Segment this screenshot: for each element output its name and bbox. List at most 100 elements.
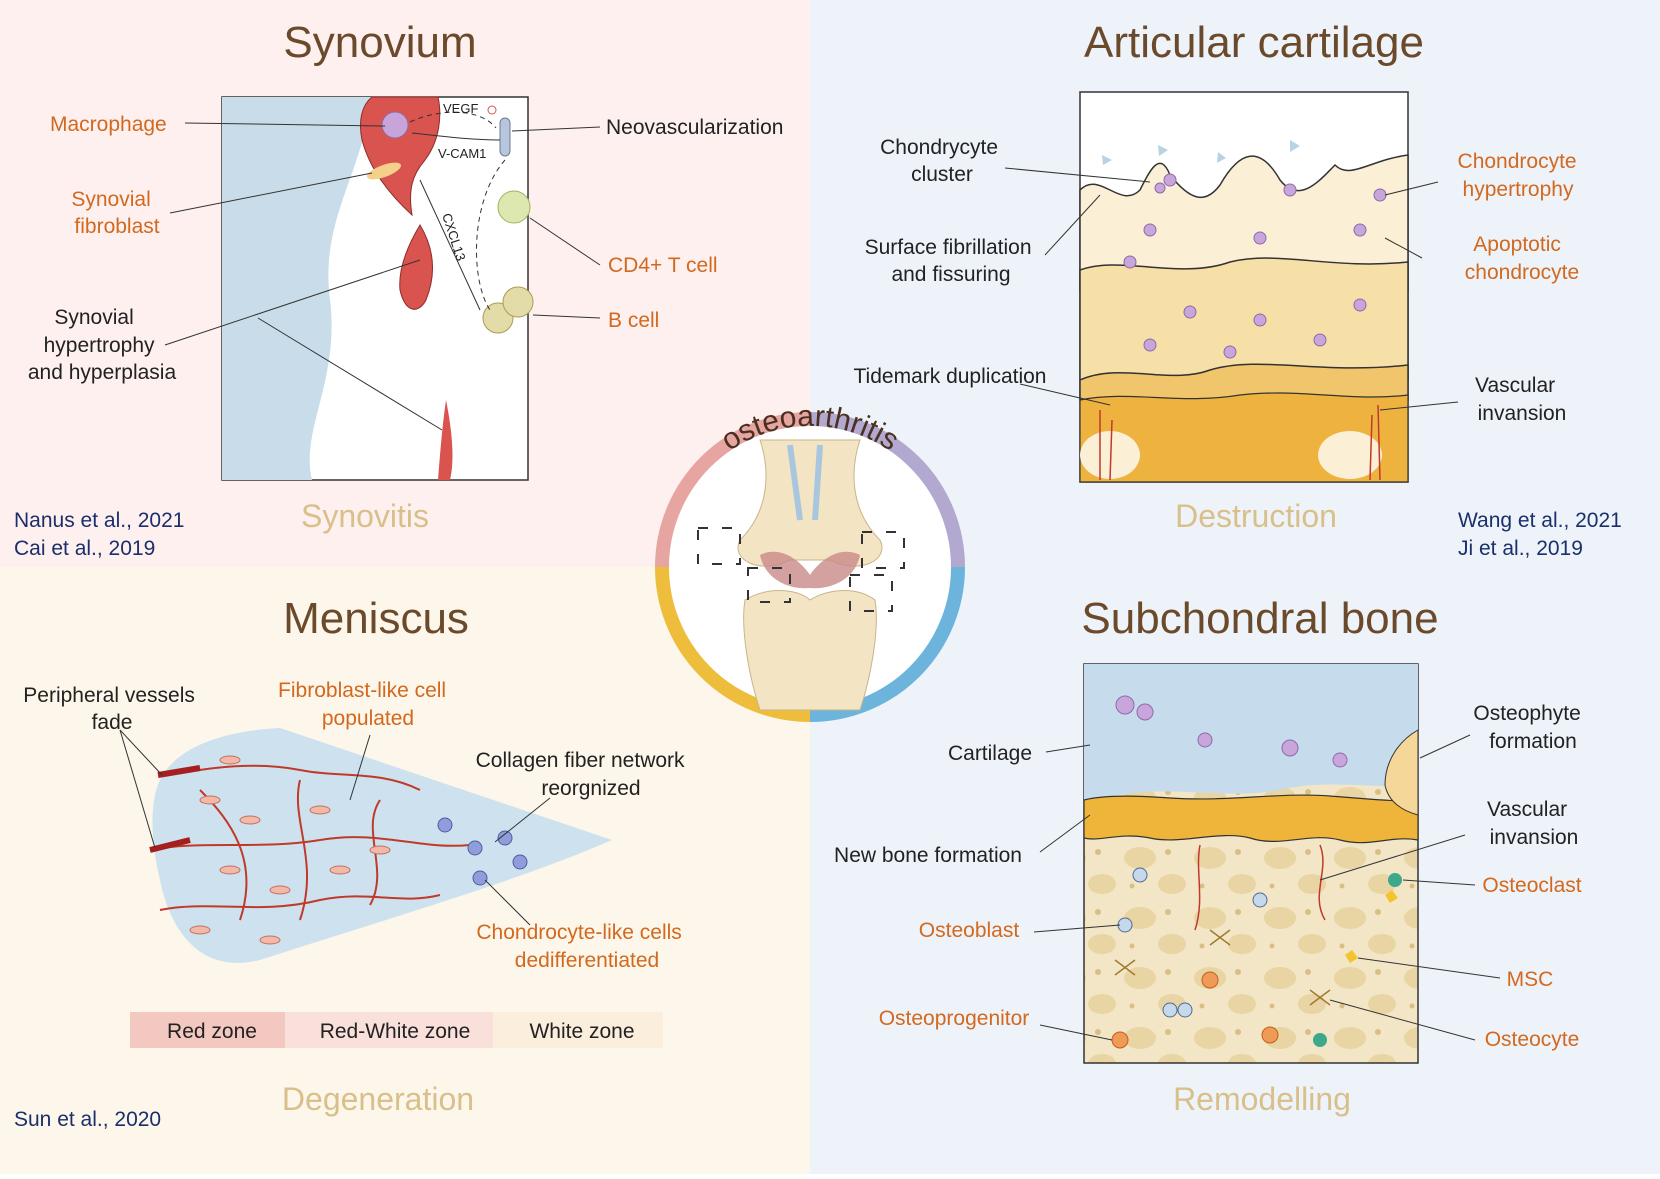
synovial-fluid-region [222, 97, 372, 480]
synovium-ref-1: Nanus et al., 2021 [14, 509, 184, 532]
chondrocytes [1123, 173, 1387, 359]
collagen-line1: Collagen fiber network [476, 749, 685, 772]
tidemark-zone [1079, 363, 1409, 401]
osteocytes [1114, 929, 1331, 1006]
red-white-zone-label: Red-White zone [320, 1020, 471, 1043]
synovium-ref-2: Cai et al., 2019 [14, 537, 155, 560]
ring-segment-red [655, 412, 811, 568]
b-cell-2 [502, 286, 534, 318]
collagen-leader [494, 797, 551, 843]
fibroblast-like-label: Fibroblast-like cell populated [278, 679, 452, 730]
synovial-fibroblast-line1: Synovial [71, 188, 150, 211]
fibroblast-leader [169, 172, 373, 214]
s-vascular-label: Vascular invansion [1487, 798, 1578, 849]
hypertrophy-line2: hypertrophy [44, 334, 155, 357]
s-vascular-line2: invansion [1490, 826, 1579, 849]
osteoclast-label: Osteoclast [1482, 874, 1581, 897]
osteophyte-label: Osteophyte formation [1473, 702, 1586, 753]
chondrocyte-cluster-label: Chondrycyte cluster [880, 136, 1004, 186]
focus-box-meniscus [747, 567, 791, 603]
synovial-fibroblast-line2: fibroblast [74, 215, 159, 238]
osteoprogenitor-label: Osteoprogenitor [879, 1007, 1030, 1030]
cartilage-leader [1045, 744, 1091, 753]
bone-cells [1111, 867, 1402, 1049]
cartilage-vessel-1 [1099, 410, 1113, 481]
c-vascular-line2: invansion [1478, 402, 1567, 425]
chondrocyte-m-line1: Chondrocyte-like cells [476, 921, 681, 944]
macrophage-cell [381, 111, 409, 139]
s-vascular-line1: Vascular [1487, 798, 1567, 821]
hypertrophy-leader [1384, 181, 1439, 196]
apoptotic-line2: chondrocyte [1465, 261, 1579, 284]
fibroblast-m-line2: populated [322, 707, 414, 730]
synovial-fibroblast-cell [366, 162, 402, 180]
osteophyte [1384, 729, 1419, 816]
cartilage-vascular-label: Vascular invansion [1475, 374, 1566, 425]
vcam-arrow [411, 132, 501, 141]
meniscus-vessels [149, 764, 471, 921]
vcam-label: V-CAM1 [438, 146, 486, 161]
osteocyte-leader [1329, 999, 1476, 1041]
cartilage-bone-marrow-1 [1080, 431, 1140, 479]
cartilage-layer [1084, 664, 1418, 800]
chondrocyte-like-cells [437, 817, 528, 886]
white-zone-label: White zone [529, 1020, 634, 1043]
hypertrophy-leader-2 [257, 317, 443, 431]
osteoprogenitor-leader [1039, 1024, 1113, 1041]
apoptotic-leader [1384, 237, 1423, 259]
peripheral-vessels-label: Peripheral vessels fade [23, 684, 200, 734]
fibroblast-leader-m [349, 734, 371, 801]
cd4-t-cell [497, 190, 531, 224]
synovial-lining-bottom [438, 400, 453, 480]
osteophyte-line1: Osteophyte [1473, 702, 1580, 725]
peripheral-leader-1 [119, 729, 163, 776]
meniscus-ref-1: Sun et al., 2020 [14, 1108, 161, 1131]
new-bone-layer [1083, 794, 1419, 844]
msc-leader [1357, 957, 1501, 979]
osteophyte-leader [1419, 734, 1471, 759]
ring-segment-purple [809, 412, 965, 568]
newbone-leader [1039, 814, 1091, 853]
subchondral-cells [1115, 695, 1348, 768]
cartilage-label: Cartilage [948, 742, 1032, 765]
collagen-line2: reorgnized [541, 777, 640, 800]
s-vascular-leader [1319, 834, 1466, 881]
osteoblast-leader [1033, 924, 1121, 933]
knee-joint-icon [697, 439, 905, 711]
cluster-line2: cluster [911, 163, 973, 186]
chondrocyte-like-label: Chondrocyte-like cells dedifferentiated [476, 921, 687, 972]
middle-zone [1079, 257, 1409, 381]
new-bone-label: New bone formation [834, 844, 1022, 867]
meniscus-title: Meniscus [283, 594, 469, 643]
cartilage-panel: Articular cartilage [854, 18, 1622, 560]
red-white-zone-swatch [285, 1012, 493, 1048]
cd4-leader [529, 217, 601, 266]
chondrocyte-hypertrophy-label: Chondrocyte hypertrophy [1458, 150, 1583, 201]
neovasc-leader [511, 126, 601, 132]
tidemark-label: Tidemark duplication [854, 365, 1047, 388]
neovascularization-label: Neovascularization [606, 116, 783, 139]
macrophage-label: Macrophage [50, 113, 167, 136]
macrophage-leader [184, 122, 386, 127]
fibroblast-cells [189, 755, 391, 945]
subchondral-illustration [1083, 663, 1419, 1064]
hypertrophy-c-line2: hypertrophy [1463, 178, 1574, 201]
vegf-label: VEGF [443, 101, 478, 116]
cartilage-debris [1102, 140, 1300, 165]
apoptotic-chondrocyte-label: Apoptotic chondrocyte [1465, 233, 1579, 284]
cd4-t-cell-label: CD4+ T cell [608, 254, 718, 277]
peripheral-line2: fade [92, 711, 133, 734]
ring-segment-yellow [655, 566, 811, 722]
hypertrophy-line1: Synovial [54, 306, 133, 329]
hypertrophy-c-line1: Chondrocyte [1458, 150, 1577, 173]
peripheral-vessel-1 [157, 765, 201, 778]
chondrocyte-m-line2: dedifferentiated [515, 949, 659, 972]
ring-segment-blue [809, 566, 965, 722]
c-vascular-line1: Vascular [1475, 374, 1555, 397]
meniscus-wedge [152, 728, 612, 963]
focus-box-synovium [697, 527, 741, 565]
synovium-title: Synovium [283, 18, 476, 67]
vascular-leader [1379, 401, 1459, 411]
